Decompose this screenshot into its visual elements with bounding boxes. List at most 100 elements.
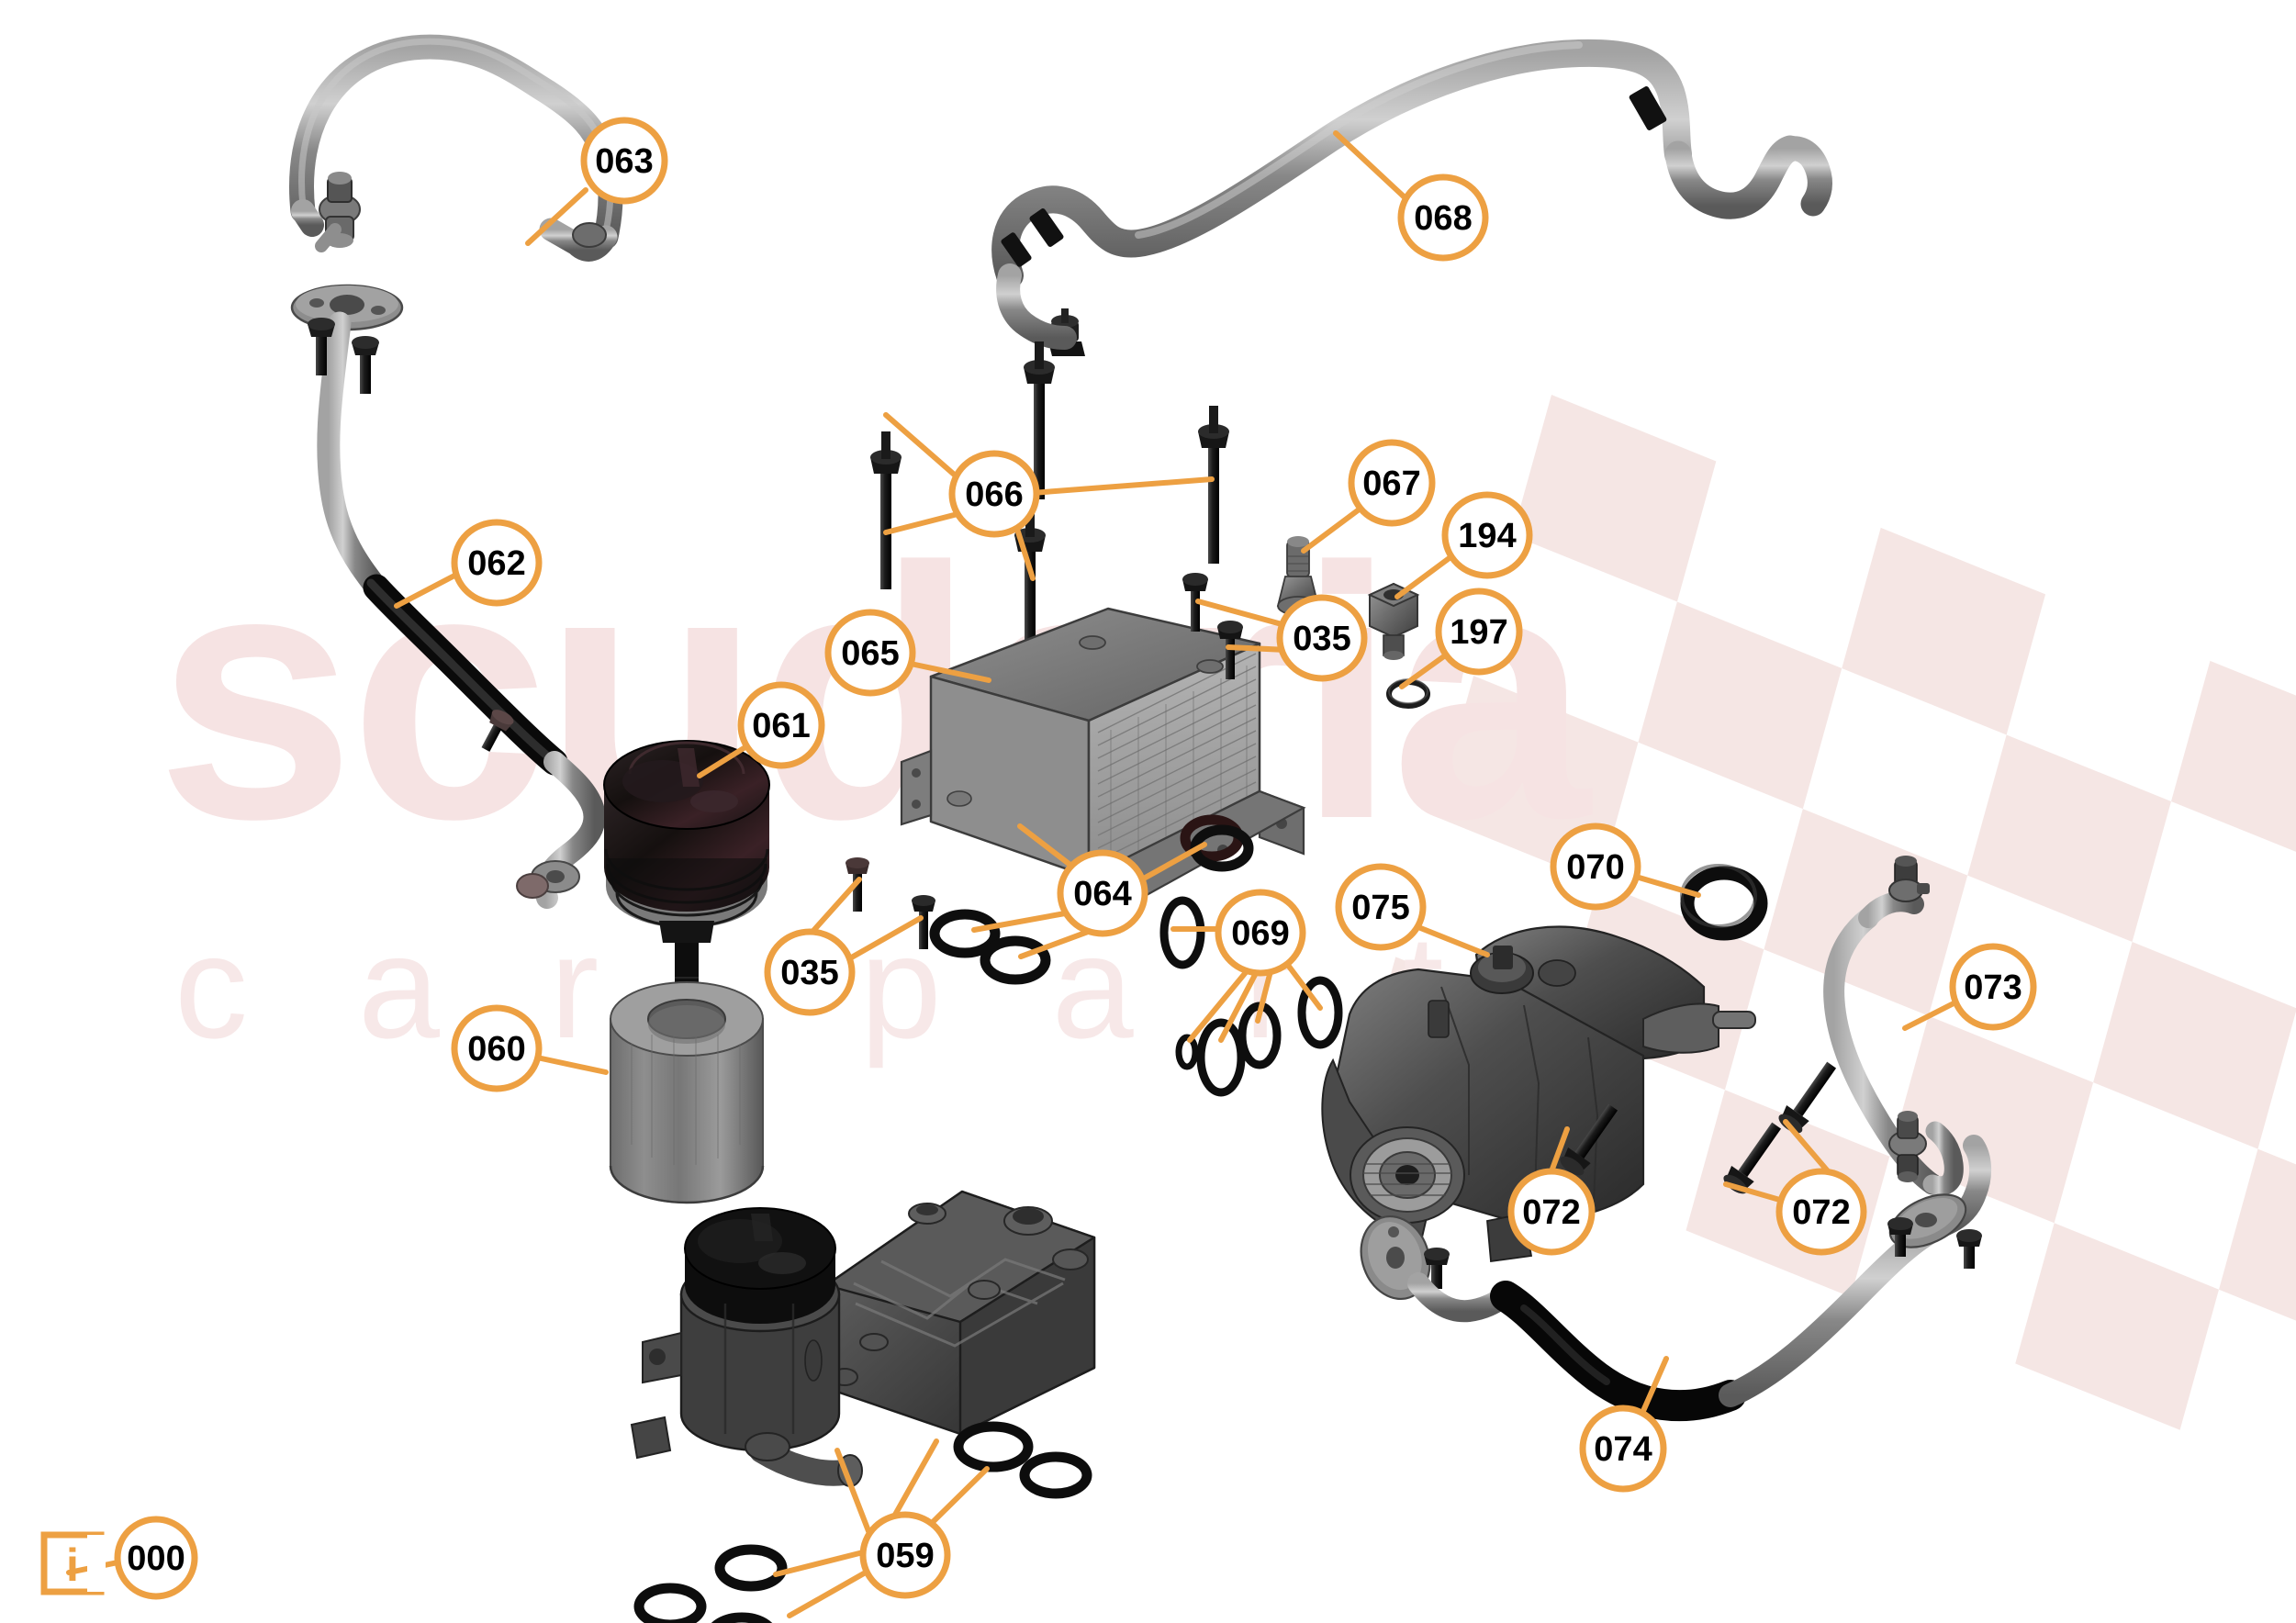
callout-label-062: 062 xyxy=(467,544,525,583)
callout-label-073: 073 xyxy=(1964,968,2022,1007)
leader-line-064 xyxy=(1018,929,1091,959)
leader-line-061 xyxy=(697,743,751,778)
callout-bubble-000 xyxy=(114,1516,198,1600)
callout-label-070: 070 xyxy=(1566,848,1624,887)
callout-label-197: 197 xyxy=(1450,613,1507,652)
callout-bubbles: 063 068 062 066 067 194 035 197 065 061 035 064 069 0… xyxy=(114,117,2037,1600)
leader-line-035b xyxy=(846,915,924,962)
callout-065[interactable]: 065 xyxy=(824,609,916,697)
callout-059[interactable]: 059 xyxy=(859,1511,951,1599)
leader-line-070 xyxy=(1633,874,1701,898)
leader-line-074 xyxy=(1641,1356,1669,1414)
callout-069[interactable]: 069 xyxy=(1215,889,1306,977)
callout-bubble-066 xyxy=(948,450,1040,538)
leader-line-059 xyxy=(773,1549,869,1577)
callout-035[interactable]: 035 xyxy=(1276,594,1368,682)
leader-line-073 xyxy=(1902,1000,1958,1031)
callout-label-069: 069 xyxy=(1231,914,1289,953)
callout-bubble-067 xyxy=(1348,439,1436,527)
callout-061[interactable]: 061 xyxy=(737,681,825,769)
callout-bubble-060 xyxy=(451,1004,543,1092)
callout-label-067: 067 xyxy=(1362,465,1420,503)
callout-063[interactable]: 063 xyxy=(580,117,668,205)
leader-line-059 xyxy=(834,1448,873,1539)
callout-bubble-065 xyxy=(824,609,916,697)
callout-072[interactable]: 072 xyxy=(1507,1168,1596,1256)
assembly-oil-filter-housing xyxy=(630,1190,1096,1487)
info-icon-glyph: i xyxy=(66,1539,79,1591)
leader-line-066 xyxy=(883,412,961,481)
info-legend[interactable]: i xyxy=(40,1531,106,1595)
part-059-o-rings xyxy=(633,1421,1092,1623)
callout-label-194: 194 xyxy=(1458,517,1516,555)
leader-line-035b xyxy=(810,877,862,935)
callout-197[interactable]: 197 xyxy=(1435,588,1523,676)
leader-line-069 xyxy=(1218,970,1259,1043)
leader-line-059 xyxy=(892,1438,939,1517)
callout-bubble-035 xyxy=(1276,594,1368,682)
callout-bubble-075 xyxy=(1335,863,1427,951)
callout-label-035b: 035 xyxy=(780,954,838,992)
part-060-oil-filter-element xyxy=(609,981,765,1204)
leader-line-062 xyxy=(394,572,459,609)
leader-line-069 xyxy=(1255,968,1273,1024)
leader-line-068 xyxy=(1333,130,1407,200)
callout-194[interactable]: 194 xyxy=(1441,491,1533,579)
leader-line-066 xyxy=(883,511,960,535)
leader-line-067 xyxy=(1301,505,1364,554)
leader-line-035 xyxy=(1195,599,1288,628)
callout-label-035: 035 xyxy=(1293,620,1350,658)
callout-070[interactable]: 070 xyxy=(1550,823,1641,911)
leader-line-197 xyxy=(1399,651,1450,689)
leader-line-063 xyxy=(525,187,588,246)
leader-line-059 xyxy=(787,1567,873,1618)
callout-label-059: 059 xyxy=(876,1537,934,1575)
callout-bubble-069 xyxy=(1215,889,1306,977)
leader-lines xyxy=(66,130,1958,1618)
callout-label-063: 063 xyxy=(595,142,653,181)
callout-label-075: 075 xyxy=(1351,889,1409,927)
callout-label-061: 061 xyxy=(752,707,810,745)
callout-074[interactable]: 074 xyxy=(1579,1405,1667,1493)
callout-bubble-035b xyxy=(764,928,856,1016)
part-061-oil-filter-cap xyxy=(603,740,770,1015)
small-bolt-icon xyxy=(481,710,514,752)
callout-060[interactable]: 060 xyxy=(451,1004,543,1092)
callout-bubble-062 xyxy=(451,519,543,607)
callout-bubble-063 xyxy=(580,117,668,205)
callout-068[interactable]: 068 xyxy=(1397,173,1489,262)
callout-062[interactable]: 062 xyxy=(451,519,543,607)
part-062-oil-return-pipe xyxy=(290,284,606,909)
callout-label-074: 074 xyxy=(1594,1430,1652,1469)
callout-075[interactable]: 075 xyxy=(1335,863,1427,951)
callout-064[interactable]: 064 xyxy=(1057,849,1148,937)
leader-line-072b xyxy=(1723,1181,1786,1203)
callout-bubble-068 xyxy=(1397,173,1489,262)
callout-072b[interactable]: 072 xyxy=(1775,1168,1867,1256)
callout-067[interactable]: 067 xyxy=(1348,439,1436,527)
callout-label-000: 000 xyxy=(127,1539,185,1578)
leader-line-059 xyxy=(928,1466,990,1527)
info-icon-notch xyxy=(87,1535,106,1592)
part-035-flange-bolts-upper xyxy=(1182,573,1243,679)
part-035-flange-bolts-lower xyxy=(846,857,935,949)
leader-line-064 xyxy=(1017,823,1074,868)
leader-line-075 xyxy=(1416,924,1490,957)
leader-line-065 xyxy=(908,661,991,683)
callout-066[interactable]: 066 xyxy=(948,450,1040,538)
callout-073[interactable]: 073 xyxy=(1949,943,2037,1031)
callout-bubble-061 xyxy=(737,681,825,769)
callout-label-068: 068 xyxy=(1414,199,1472,238)
callout-035b[interactable]: 035 xyxy=(764,928,856,1016)
callout-label-072: 072 xyxy=(1522,1193,1580,1232)
leader-line-035 xyxy=(1226,644,1290,653)
callout-bubble-072 xyxy=(1507,1168,1596,1256)
part-194-union-nut xyxy=(1367,582,1420,660)
callout-000[interactable]: 000 xyxy=(114,1516,198,1600)
callout-label-064: 064 xyxy=(1073,875,1131,913)
callout-label-066: 066 xyxy=(965,476,1023,514)
callout-bubble-064 xyxy=(1057,849,1148,937)
part-068-coolant-hose xyxy=(991,39,1832,356)
